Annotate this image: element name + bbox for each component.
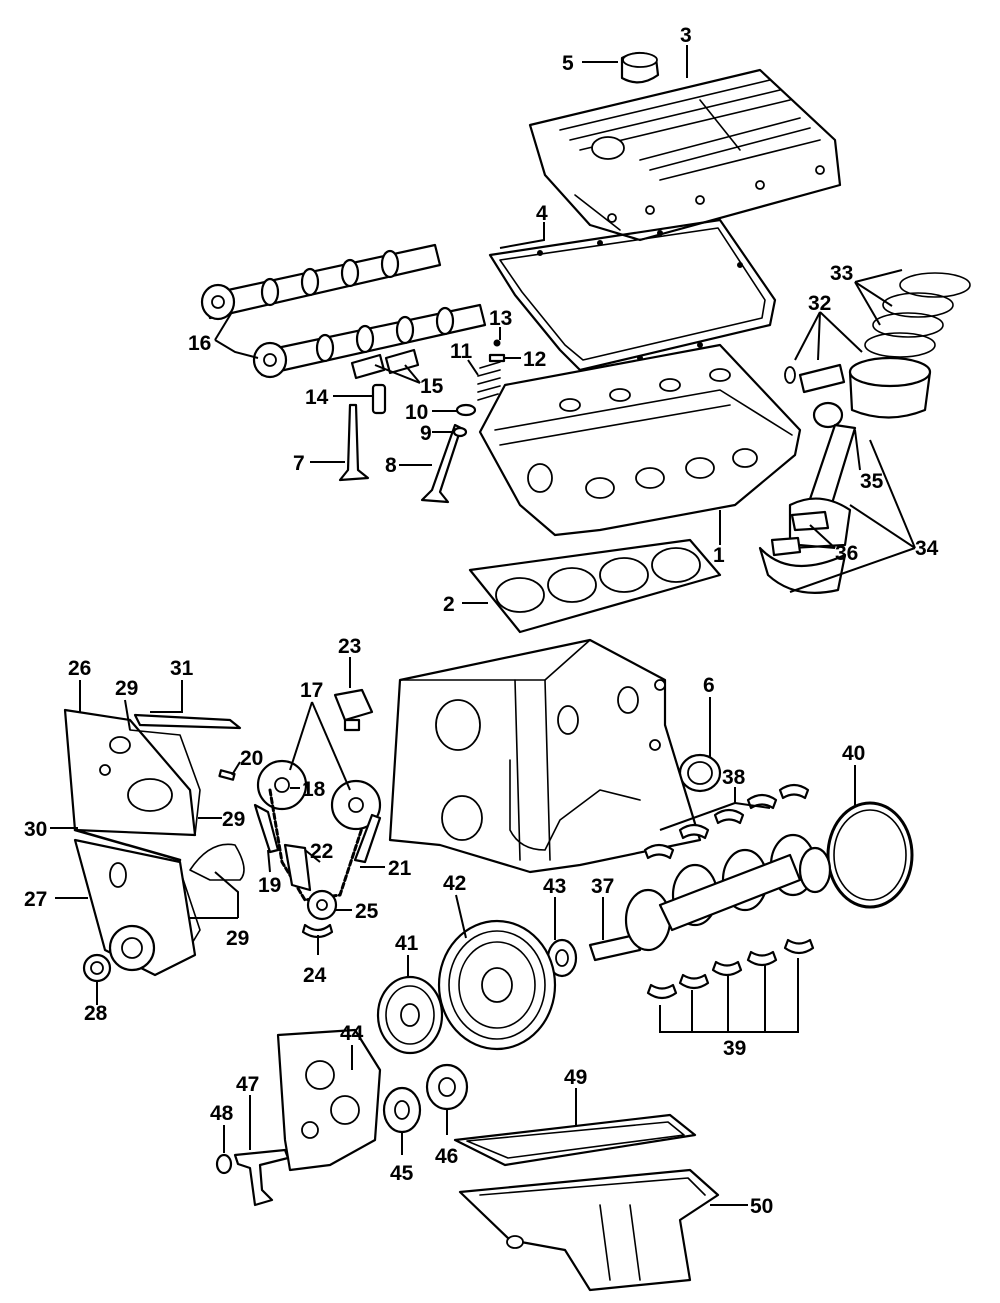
callout-37: 37	[591, 875, 614, 898]
lower-timing-cover	[73, 838, 197, 977]
chain-tensioner	[333, 688, 374, 732]
callout-14: 14	[305, 386, 329, 409]
leader-lines	[50, 45, 916, 1206]
callout-20: 20	[240, 747, 263, 770]
callout-6: 6	[703, 674, 715, 697]
callout-29-a: 29	[115, 677, 138, 700]
callout-48: 48	[210, 1102, 234, 1125]
callout-35: 35	[860, 470, 884, 493]
pickup-seal	[215, 1153, 233, 1175]
callout-50: 50	[750, 1195, 773, 1218]
timing-cover-gasket-b	[189, 843, 245, 881]
callout-31: 31	[170, 657, 194, 680]
crank-pulley	[376, 975, 444, 1055]
valves	[338, 403, 463, 504]
callout-10: 10	[405, 401, 428, 424]
callout-11: 11	[450, 340, 473, 363]
callouts: 3 5 4 33 32 13 12 11 16 15 14 10 9 7 8 3…	[24, 24, 939, 1218]
cover-seal-strip	[73, 828, 182, 862]
piston-rings	[864, 272, 971, 358]
callout-43: 43	[543, 875, 566, 898]
crank-gear	[306, 889, 338, 921]
connecting-rod	[758, 401, 857, 594]
crank-sprocket	[546, 938, 578, 978]
callout-38: 38	[722, 766, 746, 789]
valve-cover-gasket	[488, 218, 777, 372]
upper-timing-cover	[63, 708, 197, 837]
guide-pin	[218, 769, 236, 781]
callout-22: 22	[310, 840, 333, 863]
callout-17: 17	[300, 679, 323, 702]
callout-8: 8	[385, 454, 397, 477]
callout-2: 2	[443, 593, 455, 616]
chain-guide-right	[353, 813, 382, 864]
callout-44: 44	[340, 1022, 364, 1045]
main-bearings-lower	[646, 938, 815, 1000]
rear-crank-seal	[678, 753, 722, 793]
callout-32: 32	[808, 292, 831, 315]
callout-28: 28	[84, 1002, 108, 1025]
callout-47: 47	[236, 1073, 259, 1096]
engine-block	[388, 638, 702, 874]
callout-36: 36	[835, 542, 858, 565]
front-crank-seal	[82, 953, 112, 983]
callout-15: 15	[420, 375, 444, 398]
callout-7: 7	[293, 452, 305, 475]
valve-cover	[528, 68, 842, 242]
cam-sprockets	[256, 759, 382, 831]
timing-chain	[268, 788, 364, 902]
callout-33: 33	[830, 262, 853, 285]
callout-3: 3	[680, 24, 692, 47]
timing-cover-gasket-top	[133, 713, 242, 730]
crankshaft	[588, 833, 832, 962]
harmonic-balancer	[437, 919, 557, 1051]
callout-24: 24	[303, 964, 327, 987]
oil-pickup-tube	[233, 1148, 290, 1207]
oil-pump-gears	[382, 1063, 469, 1134]
chain-guide-left	[253, 803, 280, 854]
valve-springs-and-seals	[452, 339, 506, 438]
callout-34: 34	[915, 537, 939, 560]
oil-filler-cap	[620, 51, 660, 84]
woodruff-key	[301, 923, 334, 939]
callout-26: 26	[68, 657, 91, 680]
callout-27: 27	[24, 888, 47, 911]
callout-13: 13	[489, 307, 512, 330]
oil-pan	[458, 1168, 720, 1292]
flexplate	[826, 801, 914, 909]
timing-cover-gasket-a	[129, 729, 201, 836]
callout-41: 41	[395, 932, 419, 955]
callout-30: 30	[24, 818, 47, 841]
callout-29-c: 29	[226, 927, 249, 950]
callout-40: 40	[842, 742, 865, 765]
callout-4: 4	[536, 202, 548, 225]
callout-39: 39	[723, 1037, 746, 1060]
callout-23: 23	[338, 635, 361, 658]
oil-pump-housing	[276, 1028, 382, 1172]
oil-pan-gasket	[453, 1113, 697, 1167]
callout-5: 5	[562, 52, 574, 75]
callout-21: 21	[388, 857, 412, 880]
tensioner-rail	[283, 843, 312, 892]
camshafts	[200, 243, 487, 379]
rocker-arms	[350, 348, 420, 380]
valve-lifter	[371, 383, 387, 415]
callout-18: 18	[302, 778, 326, 801]
callout-25: 25	[355, 900, 379, 923]
cylinder-head	[478, 343, 802, 537]
callout-16: 16	[188, 332, 211, 355]
head-gasket	[468, 538, 722, 634]
callout-49: 49	[564, 1066, 587, 1089]
piston-and-pin	[784, 356, 932, 419]
callout-42: 42	[443, 872, 466, 895]
callout-9: 9	[420, 422, 432, 445]
callout-19: 19	[258, 874, 281, 897]
callout-45: 45	[390, 1162, 414, 1185]
callout-29-b: 29	[222, 808, 245, 831]
callout-46: 46	[435, 1145, 458, 1168]
main-bearings-upper	[643, 783, 810, 860]
callout-1: 1	[713, 544, 725, 567]
callout-12: 12	[523, 348, 546, 371]
